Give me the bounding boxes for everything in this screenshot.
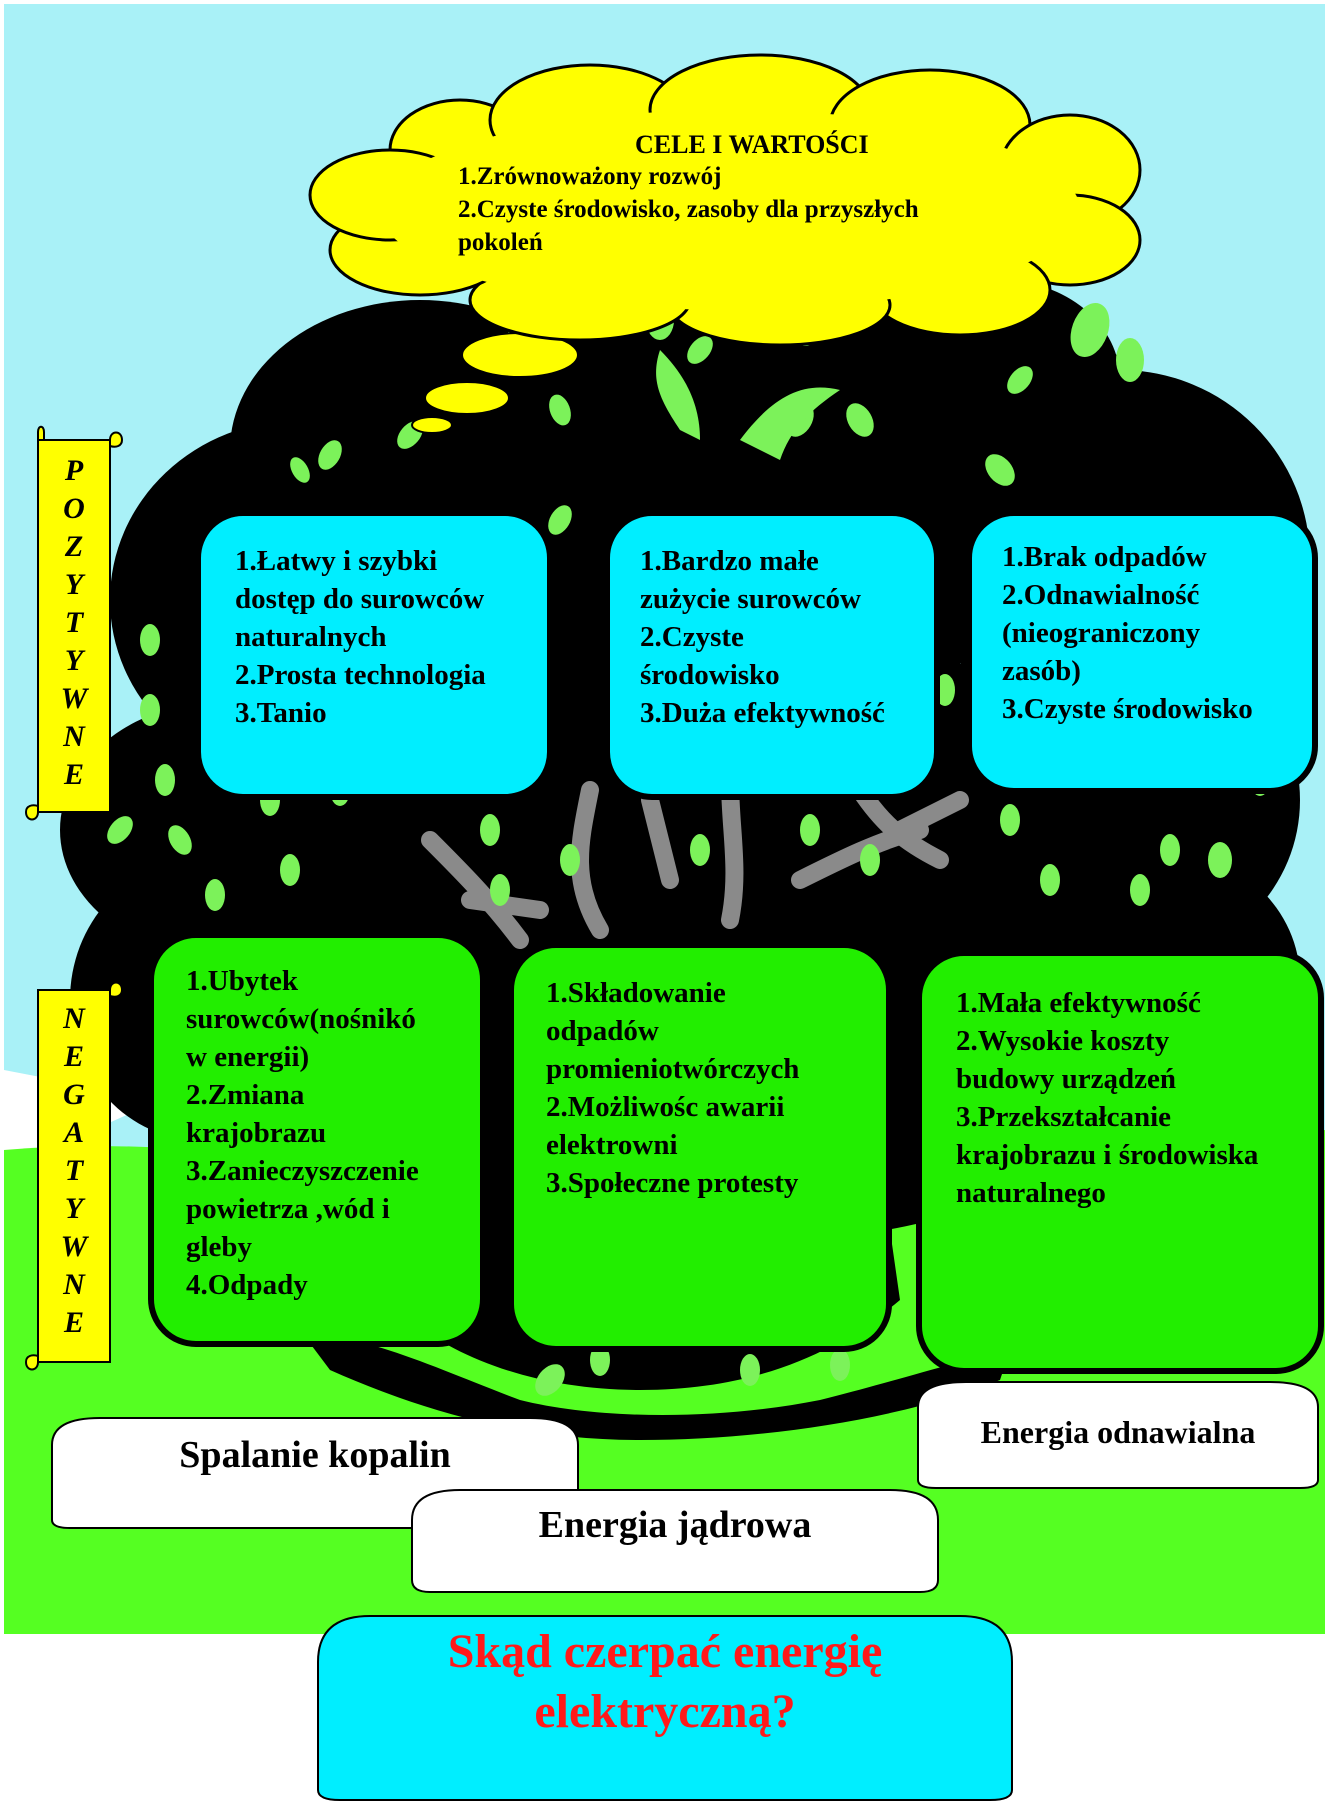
box-line: 3.Przekształcanie (956, 1101, 1172, 1133)
source-label-fossil: Spalanie kopalin (179, 1434, 451, 1476)
box-line: 3.Społeczne protesty (546, 1167, 799, 1199)
box-line: 2.Możliwośc awarii (546, 1091, 785, 1123)
box-line: 1.Brak odpadów (1002, 541, 1207, 573)
negative-box-fossil: 1.Ubytek surowców(nośnikó w energii) 2.Z… (148, 932, 486, 1347)
box-line: 2.Odnawialność (1002, 579, 1200, 611)
source-shapes (51, 1381, 1319, 1593)
box-line: naturalnego (956, 1177, 1106, 1209)
box-line: zasób) (1002, 655, 1081, 687)
positive-box-renewable: 1.Brak odpadów 2.Odnawialność (nieograni… (966, 510, 1318, 794)
main-question: Skąd czerpać energię elektryczną? (320, 1622, 1010, 1742)
box-line: 3.Duża efektywność (640, 697, 885, 729)
box-line: 1.Łatwy i szybki (235, 545, 438, 577)
box-line: 3.Zanieczyszczenie (186, 1155, 419, 1187)
box-line: w energii) (186, 1041, 310, 1073)
box-line: zużycie surowców (640, 583, 861, 615)
box-line: 1.Składowanie (546, 977, 726, 1009)
ribbon-letter: N (63, 720, 85, 753)
ribbon-letter: N (63, 1002, 85, 1035)
ribbon-letter: Y (64, 644, 84, 677)
positive-label: P O Z Y T Y W N E (38, 452, 110, 792)
negative-label: N E G A T Y W N E (38, 1000, 110, 1340)
cloud-content: 1.Zrównoważony rozwój 2.Czyste środowisk… (458, 160, 919, 259)
cloud-title: CELE I WARTOŚCI (635, 130, 869, 159)
box-line: 2.Wysokie koszty (956, 1025, 1170, 1057)
box-line: powietrza ,wód i (186, 1193, 390, 1225)
box-line: krajobrazu i środowiska (956, 1139, 1259, 1171)
ribbon-letter: A (63, 1116, 84, 1149)
scroll-ribbon-negative (24, 981, 124, 1371)
source-label-renewable: Energia odnawialna (980, 1414, 1256, 1450)
ribbon-letter: Y (64, 1192, 84, 1225)
box-line: 3.Czyste środowisko (1002, 693, 1253, 725)
box-line: 3.Tanio (235, 697, 327, 729)
box-line: gleby (186, 1231, 253, 1263)
box-line: surowców(nośnikó (186, 1003, 416, 1035)
source-label-nuclear: Energia jądrowa (538, 1504, 812, 1546)
question-line: Skąd czerpać energię (447, 1625, 883, 1678)
positive-box-fossil: 1.Łatwy i szybki dostęp do surowców natu… (195, 510, 553, 800)
ribbon-letter: Z (64, 530, 84, 563)
question-line: elektryczną? (534, 1685, 796, 1738)
ribbon-letter: Y (64, 568, 84, 601)
cloud-line: 2.Czyste środowisko, zasoby dla przyszły… (458, 196, 919, 223)
box-line: naturalnych (235, 621, 387, 653)
ribbon-letter: T (64, 606, 84, 639)
thought-bubbles (411, 332, 579, 434)
ribbon-letter: E (63, 758, 84, 791)
cloud-line: 1.Zrównoważony rozwój (458, 163, 722, 190)
question-shape (317, 1615, 1013, 1801)
box-line: budowy urządzeń (956, 1063, 1176, 1095)
box-line: dostęp do surowców (235, 583, 485, 615)
ribbon-letter: W (60, 682, 88, 715)
negative-label-letters: N E G A T Y W N E (38, 1000, 110, 1342)
positive-label-letters: P O Z Y T Y W N E (38, 452, 110, 794)
negative-box-nuclear: 1.Składowanie odpadów promieniotwórczych… (508, 942, 892, 1352)
ribbon-letter: T (64, 1154, 84, 1187)
box-line: promieniotwórczych (546, 1053, 800, 1085)
box-line: 1.Ubytek (186, 965, 298, 997)
ribbon-letter: E (63, 1306, 84, 1339)
ribbon-letter: N (63, 1268, 85, 1301)
cloud-line: pokoleń (458, 229, 543, 256)
box-line: 2.Czyste (640, 621, 744, 653)
positive-box-nuclear: 1.Bardzo małe zużycie surowców 2.Czyste … (604, 510, 940, 800)
ribbon-letter: W (60, 1230, 88, 1263)
negative-box-renewable: 1.Mała efektywność 2.Wysokie koszty budo… (916, 950, 1324, 1374)
ribbon-letter: P (64, 454, 84, 487)
box-line: 2.Zmiana (186, 1079, 305, 1111)
ribbon-letter: O (63, 492, 85, 525)
box-line: odpadów (546, 1015, 659, 1047)
ribbon-letter: G (63, 1078, 85, 1111)
box-line: elektrowni (546, 1129, 678, 1161)
box-line: środowisko (640, 659, 780, 691)
box-line: 1.Mała efektywność (956, 987, 1201, 1019)
box-line: (nieograniczony (1002, 617, 1201, 649)
ribbon-letter: E (63, 1040, 84, 1073)
box-line: 4.Odpady (186, 1269, 308, 1301)
box-line: 2.Prosta technologia (235, 659, 486, 691)
box-line: krajobrazu (186, 1117, 327, 1149)
box-line: 1.Bardzo małe (640, 545, 819, 577)
scroll-ribbon-positive (24, 425, 124, 821)
